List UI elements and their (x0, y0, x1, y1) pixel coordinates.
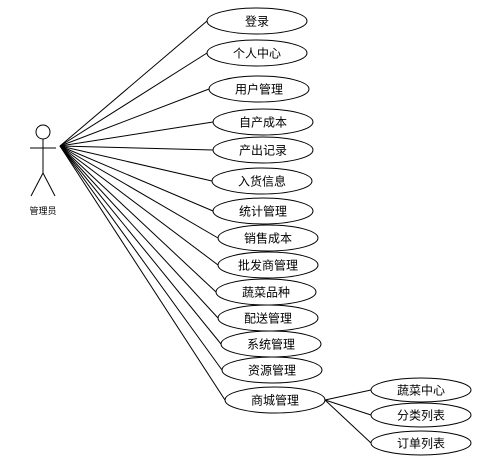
use-case-label: 配送管理 (244, 311, 292, 326)
use-case-ellipse (212, 136, 314, 164)
sub-use-case-ellipse (370, 402, 472, 428)
sub-use-case: 订单列表 (370, 430, 472, 456)
sub-use-case-label: 订单列表 (397, 437, 445, 451)
association-line (59, 145, 214, 212)
use-case: 批发商管理 (217, 251, 319, 279)
actor-right-leg (42, 172, 56, 197)
association-line (59, 145, 219, 319)
use-case: 商城管理 (224, 386, 326, 414)
association-line (59, 145, 222, 345)
use-case-ellipse (217, 224, 319, 252)
use-cases: 登录个人中心用户管理自产成本产出记录入货信息统计管理销售成本批发商管理蔬菜品种配… (206, 7, 326, 414)
use-case-ellipse (212, 197, 314, 225)
use-case-label: 用户管理 (235, 82, 283, 97)
use-case: 个人中心 (206, 39, 308, 67)
use-case: 入货信息 (211, 167, 313, 195)
use-case: 用户管理 (208, 75, 310, 103)
use-case-label: 资源管理 (248, 363, 296, 378)
use-case: 资源管理 (221, 356, 323, 384)
actor-figure: 管理员 (29, 124, 57, 217)
use-case-ellipse (211, 167, 313, 195)
use-case-ellipse (224, 386, 326, 414)
use-case-label: 个人中心 (233, 46, 281, 61)
association-line (59, 145, 223, 371)
association-line (59, 121, 214, 147)
sub-use-case: 分类列表 (370, 402, 472, 428)
use-case: 统计管理 (212, 197, 314, 225)
use-case-label: 入货信息 (238, 174, 286, 189)
association-line (59, 145, 213, 182)
use-case: 登录 (206, 7, 308, 35)
sub-use-case-ellipse (370, 430, 472, 456)
use-case-label: 统计管理 (239, 204, 287, 219)
association-lines (59, 20, 372, 444)
use-case-ellipse (212, 108, 314, 136)
association-line (59, 20, 208, 147)
sub-use-case-label: 蔬菜中心 (397, 383, 445, 398)
use-case: 系统管理 (220, 330, 322, 358)
use-case-label: 系统管理 (247, 337, 295, 352)
association-line (59, 145, 226, 401)
use-case: 产出记录 (212, 136, 314, 164)
use-case-label: 商城管理 (251, 393, 299, 408)
association-line (59, 145, 214, 151)
sub-association-line (324, 399, 372, 416)
use-case-label: 产出记录 (239, 144, 287, 158)
use-case: 自产成本 (212, 108, 314, 136)
actor-head (35, 124, 51, 140)
use-case-ellipse (206, 39, 308, 67)
use-case-label: 自产成本 (239, 116, 287, 130)
association-line (59, 145, 219, 239)
association-line (59, 145, 217, 293)
use-case-ellipse (221, 356, 323, 384)
use-case-label: 登录 (245, 14, 269, 29)
association-line (59, 88, 210, 147)
sub-use-case-ellipse (370, 377, 472, 403)
use-case-label: 销售成本 (244, 231, 292, 246)
sub-association-line (324, 399, 372, 444)
use-case-label: 批发商管理 (238, 258, 298, 273)
actor-label: 管理员 (29, 205, 56, 217)
sub-association-line (324, 389, 372, 401)
use-case: 销售成本 (217, 224, 319, 252)
sub-use-case: 蔬菜中心 (370, 377, 472, 403)
association-line (59, 52, 208, 147)
use-case-ellipse (217, 251, 319, 279)
use-case-ellipse (206, 7, 308, 35)
use-case: 配送管理 (217, 304, 319, 332)
use-case-label: 蔬菜品种 (242, 286, 290, 300)
sub-use-case-label: 分类列表 (397, 409, 445, 423)
association-line (59, 145, 219, 266)
use-case: 蔬菜品种 (215, 278, 317, 306)
use-case-ellipse (208, 75, 310, 103)
actor-left-leg (30, 172, 44, 197)
